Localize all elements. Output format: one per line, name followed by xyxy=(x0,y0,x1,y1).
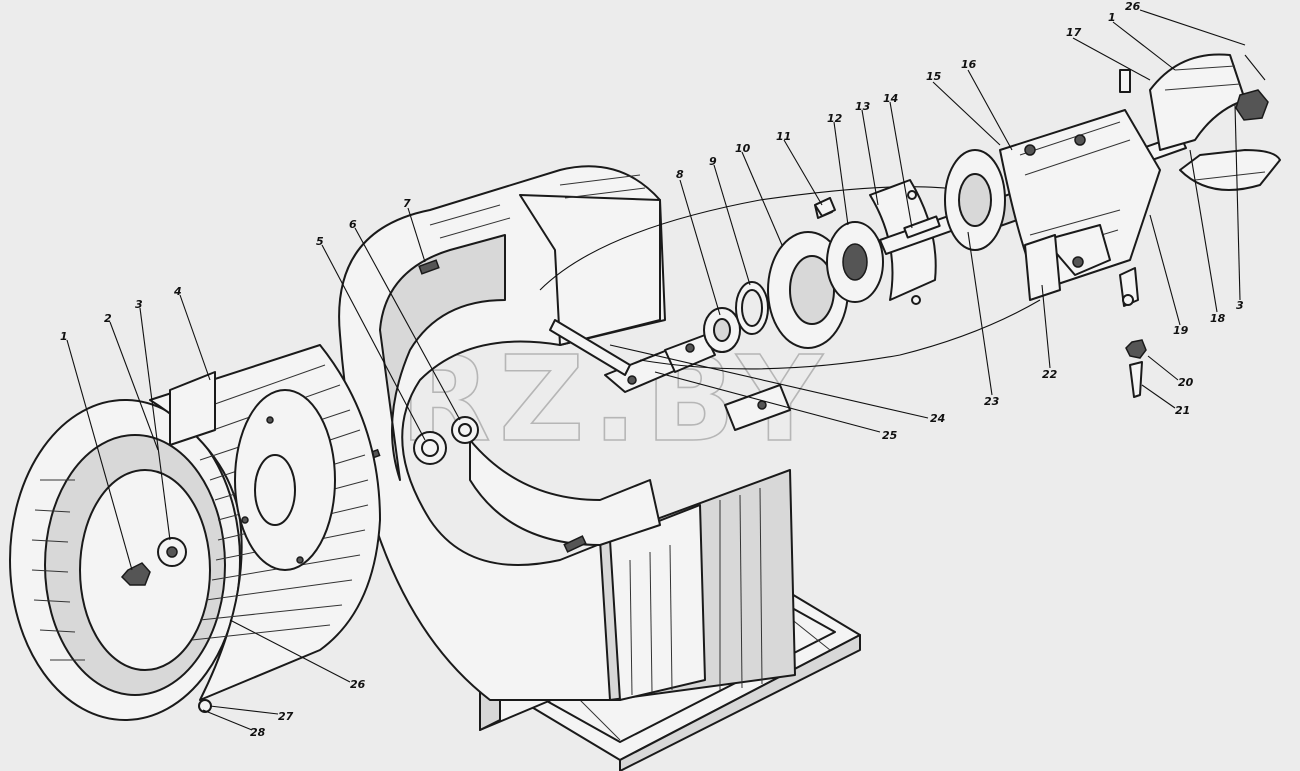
callout-16: 16 xyxy=(961,58,977,71)
callout-10: 10 xyxy=(735,142,751,155)
callout-21: 21 xyxy=(1175,404,1190,417)
main-frame-housing xyxy=(338,165,796,701)
brush-end-shield xyxy=(944,109,1161,301)
callout-2: 2 xyxy=(104,312,112,325)
callout-14: 14 xyxy=(883,92,898,105)
bushing-and-ring xyxy=(703,281,769,353)
callout-22: 22 xyxy=(1042,368,1058,381)
callout-3: 3 xyxy=(135,298,143,311)
callout-3-right: 3 xyxy=(1236,299,1244,312)
small-fasteners xyxy=(814,197,1147,398)
callout-13: 13 xyxy=(855,100,871,113)
callout-9: 9 xyxy=(709,155,717,168)
callout-1-right: 1 xyxy=(1108,11,1116,24)
callout-19: 19 xyxy=(1173,324,1189,337)
bracket-plates xyxy=(549,319,791,431)
callout-20: 20 xyxy=(1178,376,1194,389)
callout-15: 15 xyxy=(926,70,942,83)
callout-7: 7 xyxy=(403,197,411,210)
callout-5: 5 xyxy=(316,235,324,248)
callout-28: 28 xyxy=(250,726,266,739)
commutator-end-cover xyxy=(1119,53,1281,191)
callout-labels: 1 2 3 4 5 6 7 8 9 10 11 12 13 14 15 16 1… xyxy=(60,0,1244,739)
callout-12: 12 xyxy=(827,112,843,125)
callout-1: 1 xyxy=(60,330,68,343)
callout-11: 11 xyxy=(776,130,791,143)
callout-6: 6 xyxy=(349,218,357,231)
callout-24: 24 xyxy=(930,412,945,425)
washer-rings xyxy=(413,416,479,465)
callout-25-right: 25 xyxy=(882,429,898,442)
callout-8: 8 xyxy=(676,168,684,181)
callout-23: 23 xyxy=(984,395,1000,408)
callout-27: 27 xyxy=(278,710,294,723)
bearing-assembly xyxy=(767,179,937,349)
leader-lines xyxy=(66,9,1246,731)
callout-26-left: 26 xyxy=(350,678,366,691)
callout-26-top: 26 xyxy=(1125,0,1141,13)
callout-18: 18 xyxy=(1210,312,1226,325)
callout-4: 4 xyxy=(173,285,182,298)
fan-bell-housing xyxy=(9,344,381,721)
callout-17: 17 xyxy=(1066,26,1082,39)
